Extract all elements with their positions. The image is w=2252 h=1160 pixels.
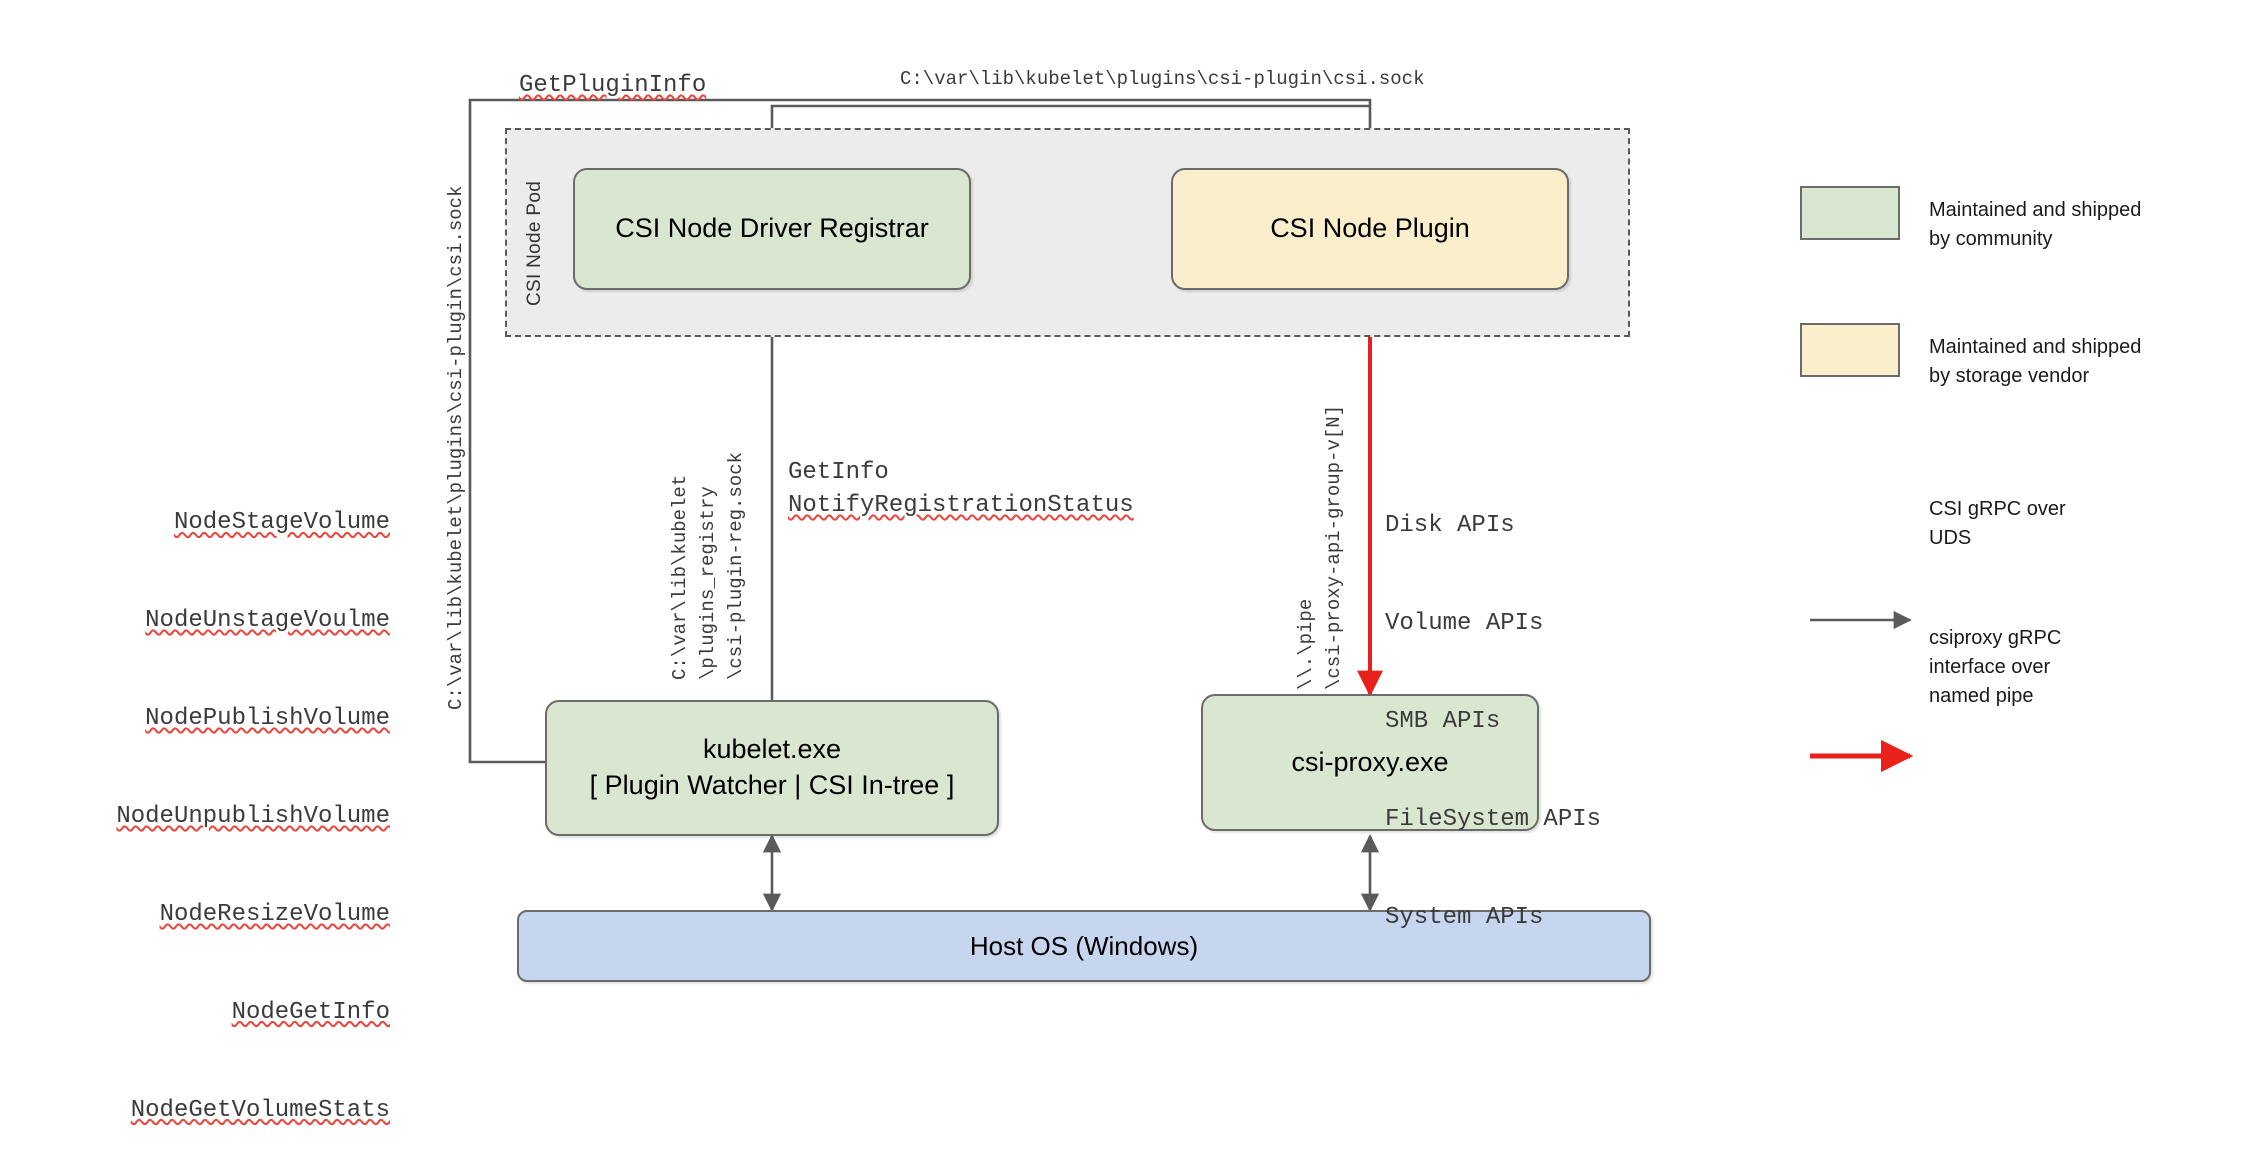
node-api-item: NodePublishVolume	[145, 705, 390, 732]
csi-sock-path-left-label: C:\var\lib\kubelet\plugins\csi-plugin\cs…	[445, 185, 467, 711]
node-api-item: NodeResizeVolume	[159, 900, 390, 928]
node-api-item: NodeGetInfo	[231, 998, 390, 1026]
registry-path-line1-label: C:\var\lib\kubelet	[669, 474, 691, 680]
legend-swatch-vendor	[1800, 323, 1900, 377]
legend-label-csi-grpc-uds: CSI gRPC over UDS	[1929, 498, 2066, 549]
node-api-list: NodeStageVolume NodeUnstageVoulme NodePu…	[100, 442, 390, 1160]
proxy-api-item: Disk APIs	[1385, 512, 1515, 540]
csi-sock-path-top-label: C:\var\lib\kubelet\plugins\csi-plugin\cs…	[900, 68, 1425, 90]
node-api-item: NodeUnpublishVolume	[116, 802, 390, 830]
proxy-api-item: SMB APIs	[1385, 708, 1501, 735]
csi-node-driver-registrar-box[interactable]: CSI Node Driver Registrar	[573, 168, 971, 290]
node-api-item: NodeStageVolume	[173, 509, 390, 537]
kubelet-exe-sublabel: [ Plugin Watcher | CSI In-tree ]	[589, 770, 955, 800]
legend-label-community: Maintained and shipped by community	[1929, 199, 2142, 250]
legend-label-csiproxy-named-pipe: csiproxy gRPC interface over named pipe	[1929, 627, 2062, 707]
registry-path-line2-label: \plugins_registry	[697, 486, 719, 680]
node-api-item: NodeUnstageVoulme	[145, 607, 390, 635]
node-api-item: NodeGetVolumeStats	[130, 1096, 390, 1124]
csi-node-driver-registrar-label: CSI Node Driver Registrar	[615, 213, 929, 244]
pipe-path-line1-label: \\.\pipe	[1295, 598, 1317, 690]
csi-node-plugin-label: CSI Node Plugin	[1270, 213, 1470, 244]
csi-proxy-exe-box[interactable]: csi-proxy.exe	[1201, 694, 1539, 831]
registry-path-line3-label: \csi-plugin-reg.sock	[725, 451, 747, 680]
get-plugin-info-label: GetPluginInfo	[519, 72, 707, 99]
kubelet-exe-box[interactable]: kubelet.exe [ Plugin Watcher | CSI In-tr…	[545, 700, 999, 836]
csi-node-plugin-box[interactable]: CSI Node Plugin	[1171, 168, 1569, 290]
legend-swatch-community	[1800, 186, 1900, 240]
proxy-api-item: FileSystem APIs	[1385, 805, 1602, 833]
proxy-api-list: Disk APIs Volume APIs SMB APIs FileSyste…	[1385, 445, 1601, 967]
get-info-label: GetInfo	[788, 459, 889, 486]
pipe-path-line2-label: \csi-proxy-api-group-v[N]	[1323, 404, 1345, 690]
legend-label-vendor: Maintained and shipped by storage vendor	[1929, 336, 2142, 387]
csi-proxy-exe-label: csi-proxy.exe	[1291, 746, 1449, 777]
proxy-api-item: Volume APIs	[1385, 610, 1544, 638]
proxy-api-item: System APIs	[1385, 903, 1544, 931]
csi-node-pod-label: CSI Node Pod	[524, 180, 545, 306]
notify-registration-status-label: NotifyRegistrationStatus	[788, 492, 1134, 519]
kubelet-exe-label: kubelet.exe	[702, 734, 842, 765]
host-os-label: Host OS (Windows)	[969, 930, 1199, 961]
host-os-box[interactable]: Host OS (Windows)	[517, 910, 1651, 982]
